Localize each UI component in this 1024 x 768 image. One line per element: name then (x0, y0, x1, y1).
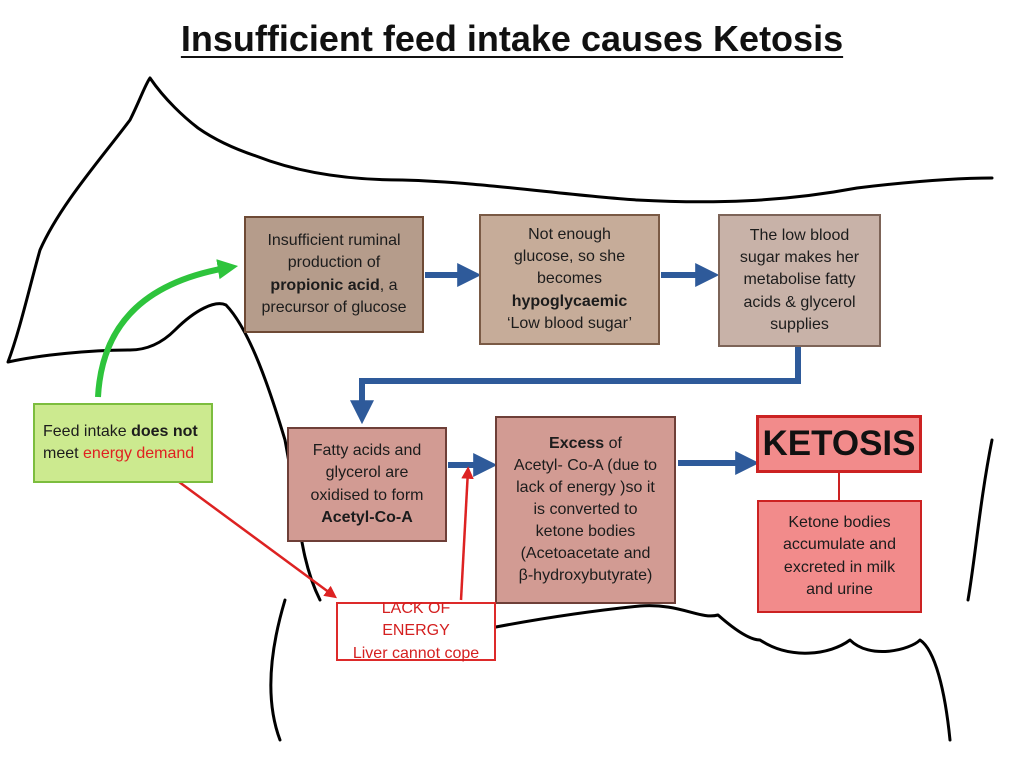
box-excess-acetyl-coa: Excess of Acetyl- Co-A (due to lack of e… (495, 416, 676, 604)
box-hypoglycaemic: Not enough glucose, so she becomes hypog… (479, 214, 660, 345)
box-fatty-line: Fatty acids and (312, 442, 422, 460)
box-excess-line: β-hydroxybutyrate) (518, 567, 653, 585)
arrow-feed-to-propionic (95, 259, 239, 398)
feed-intake-text: Feed intake (43, 422, 132, 440)
cow-outline (6, 76, 994, 742)
box-glucose-line: Not enough (528, 226, 611, 244)
box-feed-line: Feed intake does not (43, 421, 198, 443)
box-feed-intake: Feed intake does not meet energy demand (33, 403, 213, 483)
box-propionic-line: propionic acid, a (270, 275, 397, 297)
excess-term: Excess (549, 434, 605, 452)
box-ketone-bodies: Ketone bodies accumulate and excreted in… (757, 500, 922, 613)
box-ketone-line: excreted in milk (783, 558, 896, 576)
box-excess-line: is converted to (533, 500, 638, 518)
box-excess-line: Excess of (549, 433, 622, 455)
box-fatty-line: glycerol are (325, 464, 409, 482)
box-excess-line: Acetyl- Co-A (due to (513, 456, 658, 474)
box-lowsugar-line: The low blood (749, 227, 850, 245)
box-fatty-acids: Fatty acids and glycerol are oxidised to… (287, 427, 447, 542)
box-ketone-line: accumulate and (783, 536, 896, 554)
box-propionic-acid: Insufficient ruminal production of propi… (244, 216, 424, 333)
box-feed-line: meet energy demand (43, 443, 194, 465)
box-lowsugar-line: sugar makes her (739, 249, 860, 267)
ketosis-box: KETOSIS (756, 415, 922, 473)
box-propionic-line: precursor of glucose (261, 298, 407, 316)
meet-text: meet (43, 445, 84, 462)
box-lowsugar-line: supplies (770, 315, 829, 333)
arrow-feed-to-lack-energy (151, 460, 338, 599)
box-lowsugar-line: acids & glycerol (743, 293, 856, 311)
hypoglycaemic-term: hypoglycaemic (511, 292, 628, 310)
lack-energy-line: LACK OF ENERGY (381, 600, 451, 640)
box-propionic-suffix: , a (379, 276, 398, 294)
propionic-acid-term: propionic acid (270, 276, 380, 294)
energy-demand-term: energy demand (83, 445, 195, 462)
does-not-term: does not (131, 422, 198, 440)
arrow-lowsugar-to-fatty (350, 347, 801, 425)
box-glucose-line: glucose, so she (513, 248, 626, 266)
box-excess-line: lack of energy )so it (516, 478, 655, 496)
box-excess-suffix: of (604, 434, 622, 452)
acetyl-coa-term: Acetyl-Co-A (321, 508, 413, 526)
arrow-lack-energy-to-excess (459, 466, 474, 601)
box-excess-line: (Acetoacetate and (520, 545, 651, 563)
box-excess-line: ketone bodies (535, 523, 636, 541)
lack-energy-line: Liver cannot cope (352, 644, 480, 662)
box-ketone-line: Ketone bodies (788, 514, 891, 532)
box-glucose-line: ‘Low blood sugar’ (506, 314, 633, 332)
box-fatty-line: oxidised to form (310, 486, 424, 504)
box-propionic-line: production of (287, 254, 381, 272)
ketosis-label: KETOSIS (762, 423, 916, 463)
box-propionic-line: Insufficient ruminal (267, 232, 401, 250)
page-title: Insufficient feed intake causes Ketosis (180, 18, 844, 59)
box-ketone-line: and urine (806, 580, 873, 598)
box-glucose-line: becomes (537, 270, 602, 288)
box-lowsugar-line: metabolise fatty (743, 271, 856, 289)
box-lack-of-energy: LACK OF ENERGY Liver cannot cope (336, 600, 496, 662)
box-low-blood-sugar: The low blood sugar makes her metabolise… (718, 214, 881, 347)
